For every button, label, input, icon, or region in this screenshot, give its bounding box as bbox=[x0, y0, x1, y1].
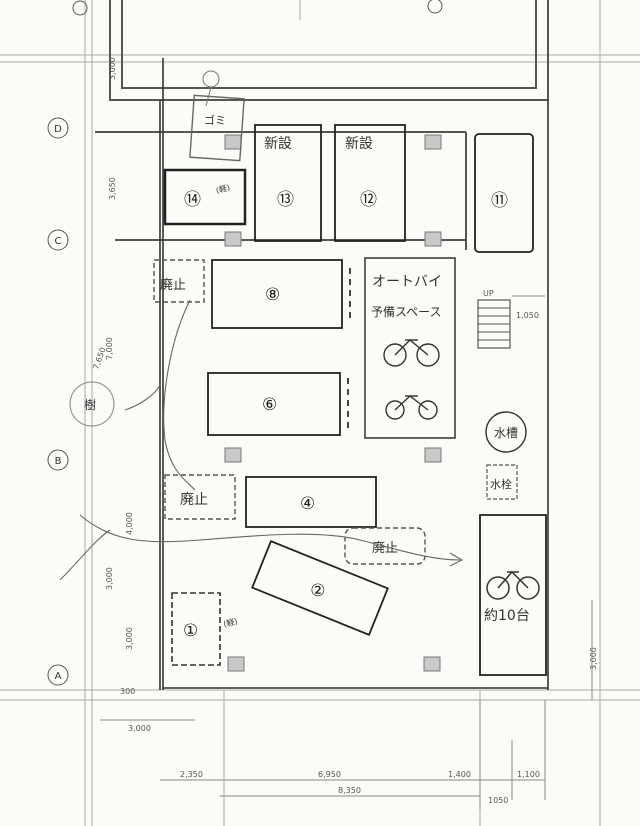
stair-up-label: UP bbox=[483, 289, 494, 298]
space-12-number: ⑫ bbox=[360, 190, 377, 210]
grid-mark-d: D bbox=[54, 124, 62, 135]
staircase: UP 1,050 bbox=[477, 289, 545, 349]
dim-b-a-1: 4,000 bbox=[125, 512, 134, 535]
grid-marks: D C B A bbox=[47, 0, 443, 686]
space-11-number: ⑪ bbox=[491, 191, 508, 211]
dim-left-offset: 3,000 bbox=[128, 724, 151, 733]
abolished-space-right: 廃止 bbox=[344, 527, 426, 565]
water-meter-label: 水栓 bbox=[490, 477, 512, 491]
dim-bottom-4: 1,100 bbox=[517, 770, 540, 779]
bicycle-icon bbox=[486, 570, 540, 600]
space-2-number: ② bbox=[310, 581, 325, 601]
dim-bottom-small: 300 bbox=[120, 687, 135, 696]
space-1-number: ① bbox=[183, 621, 198, 641]
dim-bottom-total: 8,350 bbox=[338, 786, 361, 795]
grid-mark-a: A bbox=[55, 671, 62, 682]
parking-space-12: 新設 ⑫ bbox=[334, 124, 406, 242]
parking-space-13: 新設 ⑬ bbox=[254, 124, 322, 242]
abolished-space-mid: 廃止 bbox=[164, 474, 236, 520]
tree-label: 樹 bbox=[84, 398, 96, 412]
bicycle-parking: 約10台 bbox=[479, 514, 547, 676]
abolished-top-label: 廃止 bbox=[160, 277, 186, 293]
parking-space-14: ⑭ (軽) bbox=[163, 168, 247, 226]
dim-top-left: 3,000 bbox=[108, 57, 117, 80]
stair-dimension: 1,050 bbox=[516, 311, 539, 320]
dim-b-a-2: 3,000 bbox=[105, 567, 114, 590]
bicycle-icon bbox=[383, 339, 440, 367]
lot-boundary bbox=[159, 58, 549, 690]
motorbike-label-2: 予備スペース bbox=[371, 304, 442, 319]
dim-c-b-2: 7,000 bbox=[105, 337, 114, 360]
grid-mark-b: B bbox=[55, 456, 62, 467]
bicycle-icon bbox=[385, 395, 438, 420]
garbage-area: ゴミ bbox=[189, 70, 245, 162]
abolished-space-top: 廃止 bbox=[153, 259, 205, 303]
tree: 樹 bbox=[69, 381, 115, 427]
dim-bottom-right: 1050 bbox=[488, 796, 508, 805]
parking-space-6: ⑥ bbox=[207, 372, 349, 436]
space-8-number: ⑧ bbox=[265, 285, 280, 305]
parking-space-4: ④ bbox=[245, 476, 377, 528]
space-14-kei: (軽) bbox=[215, 183, 231, 195]
parking-space-2: ② bbox=[251, 540, 389, 636]
abolished-right-label: 廃止 bbox=[372, 540, 398, 556]
space-12-shinsetsu: 新設 bbox=[345, 136, 373, 152]
bicycle-capacity: 約10台 bbox=[484, 608, 530, 624]
parking-space-11: ⑪ bbox=[474, 133, 534, 253]
space-6-number: ⑥ bbox=[262, 395, 277, 415]
space-13-number: ⑬ bbox=[277, 190, 294, 210]
parking-space-1: ① (軽) bbox=[171, 592, 238, 666]
motorbike-reserve-space: オートバイ 予備スペース bbox=[364, 257, 456, 439]
space-1-kei: (軽) bbox=[222, 617, 238, 629]
dim-bottom-2: 6,950 bbox=[318, 770, 341, 779]
space-14-number: ⑭ bbox=[184, 190, 201, 210]
traffic-flow-line bbox=[59, 299, 464, 581]
space-4-number: ④ bbox=[300, 494, 315, 514]
dim-bottom-1: 2,350 bbox=[180, 770, 203, 779]
parking-space-8: ⑧ bbox=[211, 259, 351, 329]
water-tank: 水槽 bbox=[485, 411, 527, 453]
dim-bottom-3: 1,400 bbox=[448, 770, 471, 779]
bottom-dimensions: 2,350 6,950 1,400 1,100 8,350 1050 3,000 bbox=[160, 600, 598, 810]
space-13-shinsetsu: 新設 bbox=[264, 136, 292, 152]
abolished-mid-label: 廃止 bbox=[180, 491, 208, 508]
motorbike-label-1: オートバイ bbox=[372, 274, 442, 290]
dim-b-a-3: 3,000 bbox=[125, 627, 134, 650]
garbage-label: ゴミ bbox=[204, 113, 226, 127]
water-meter: 水栓 bbox=[486, 464, 518, 500]
water-tank-label: 水槽 bbox=[494, 426, 518, 440]
dim-right-side: 3,000 bbox=[589, 647, 598, 670]
dim-d-c: 3,650 bbox=[108, 177, 117, 200]
left-dimensions: 3,000 3,650 7,650 7,000 4,000 3,000 3,00… bbox=[91, 57, 195, 733]
grid-mark-c: C bbox=[55, 236, 62, 247]
